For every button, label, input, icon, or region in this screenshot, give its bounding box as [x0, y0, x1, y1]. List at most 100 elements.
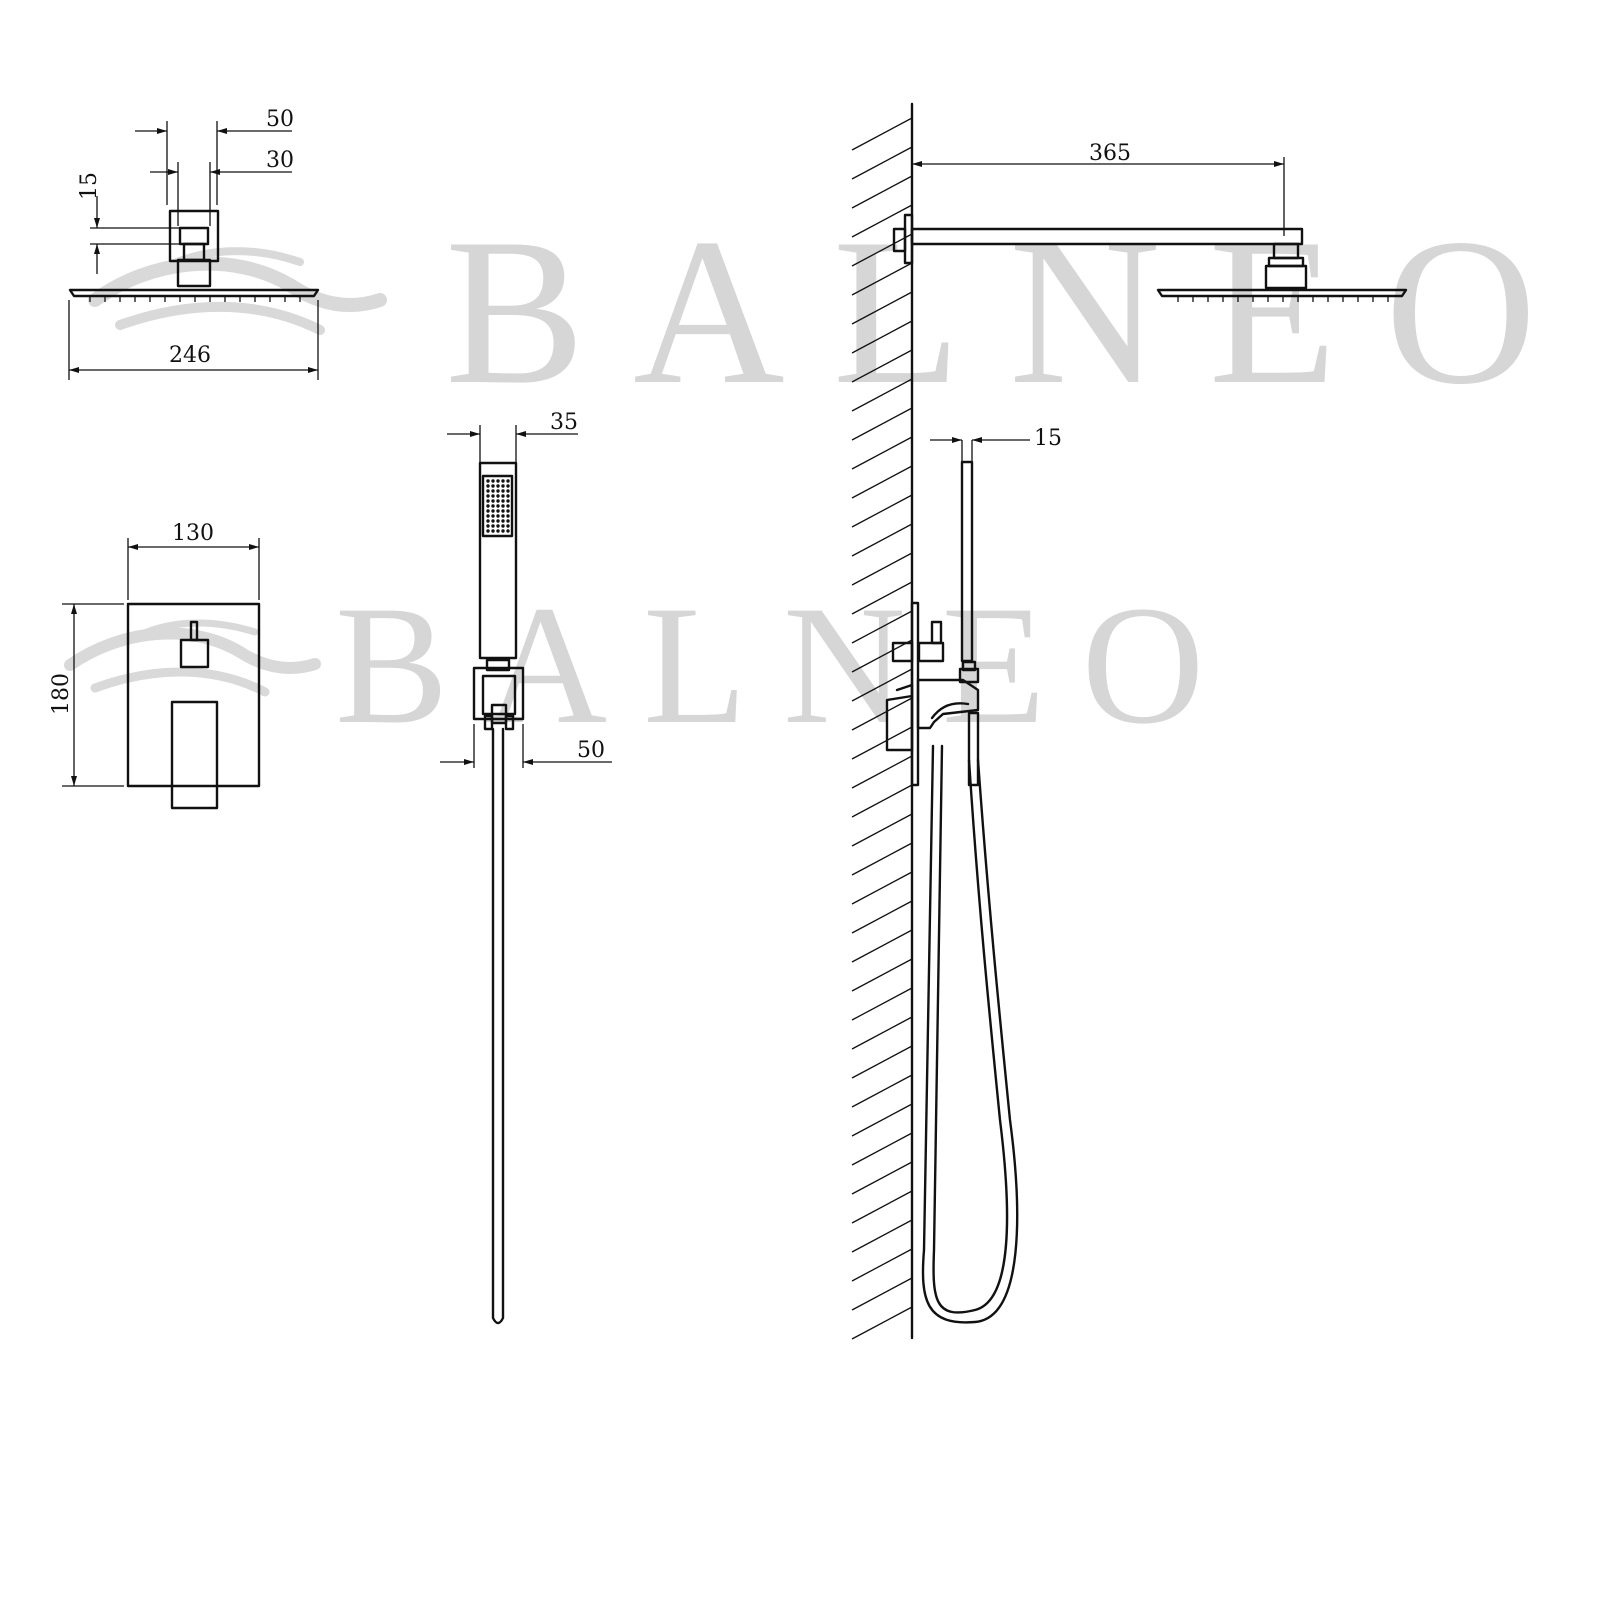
spray-dot	[501, 504, 505, 508]
spray-dot	[506, 524, 510, 528]
spray-dot	[491, 499, 495, 503]
hatch-line	[851, 842, 913, 876]
spray-dot	[486, 514, 490, 518]
hatch-line	[851, 1132, 913, 1166]
spray-dot	[486, 509, 490, 513]
hatch-line	[851, 262, 913, 296]
nozzle-row	[1177, 296, 1389, 302]
hatch-line	[851, 1190, 913, 1224]
spray-dot	[491, 479, 495, 483]
hatch-line	[851, 494, 913, 528]
spray-dot	[496, 529, 500, 533]
mixer-side	[885, 601, 980, 787]
spray-dot	[496, 479, 500, 483]
dim-plate-width: 130	[172, 521, 214, 546]
shower-head-elevation: 50 30 15 246	[68, 107, 320, 380]
dim-head-diameter: 246	[169, 343, 211, 368]
spray-dot	[491, 504, 495, 508]
dim-holder-width: 50	[577, 738, 605, 763]
spray-dot	[501, 524, 505, 528]
spray-dot	[501, 529, 505, 533]
hatch-line	[851, 1248, 913, 1282]
hatch-line	[851, 610, 913, 644]
hatch-line	[851, 929, 913, 963]
hatch-line	[851, 581, 913, 615]
hatch-line	[851, 465, 913, 499]
hatch-line	[851, 175, 913, 209]
spray-dot	[496, 514, 500, 518]
dim-head-mount-width: 50	[266, 107, 294, 132]
hatch-line	[851, 958, 913, 992]
spray-dot	[496, 509, 500, 513]
watermark-swirl-icon	[88, 247, 387, 335]
spray-dot	[491, 494, 495, 498]
dim-handheld-width: 35	[550, 410, 578, 435]
hatch-line	[851, 1045, 913, 1079]
nozzle-row	[89, 296, 301, 302]
spray-dot	[486, 529, 490, 533]
hatch-line	[851, 900, 913, 934]
hatch-line	[851, 726, 913, 760]
spray-dot	[491, 509, 495, 513]
spray-dot	[486, 499, 490, 503]
hatch-line	[851, 552, 913, 586]
spray-dot	[501, 489, 505, 493]
watermark-top: BALNEO	[88, 196, 1537, 428]
watermark-text: BALNEO	[335, 571, 1240, 759]
hatch-line	[851, 668, 913, 702]
spray-dot	[486, 504, 490, 508]
spray-dot	[486, 479, 490, 483]
dim-hose-offset: 15	[1034, 426, 1062, 451]
spray-dot	[496, 524, 500, 528]
hatch-line	[851, 407, 913, 441]
dim-head-mount-inner: 30	[266, 148, 294, 173]
spray-dot	[506, 499, 510, 503]
spray-dot	[486, 524, 490, 528]
hatch-line	[851, 1074, 913, 1108]
spray-dot	[496, 499, 500, 503]
spray-face	[486, 479, 510, 533]
hatch-line	[851, 320, 913, 354]
spray-dot	[496, 489, 500, 493]
mixer-plate-front: 130 180	[49, 521, 261, 810]
hatch-line	[851, 639, 913, 673]
spray-dot	[491, 524, 495, 528]
spray-dot	[486, 494, 490, 498]
spray-dot	[496, 484, 500, 488]
dim-head-mount-height: 15	[77, 172, 102, 200]
spray-dot	[486, 489, 490, 493]
spray-dot	[501, 479, 505, 483]
hatch-line	[851, 784, 913, 818]
spray-dot	[491, 489, 495, 493]
hatch-line	[851, 146, 913, 180]
hatch-line	[851, 291, 913, 325]
spray-dot	[506, 479, 510, 483]
spray-dot	[506, 509, 510, 513]
spray-dot	[501, 494, 505, 498]
hatch-line	[851, 1306, 913, 1340]
spray-dot	[501, 514, 505, 518]
hatch-line	[851, 871, 913, 905]
dim-arm-length: 365	[1089, 141, 1131, 166]
handheld-side: 15	[921, 426, 1062, 1324]
hatch-line	[851, 204, 913, 238]
hatch-line	[851, 523, 913, 557]
watermark-middle: BALNEO	[64, 571, 1240, 759]
spray-dot	[506, 529, 510, 533]
wall-hatching	[851, 117, 913, 1340]
spray-dot	[491, 514, 495, 518]
spray-dot	[506, 519, 510, 523]
hatch-line	[851, 1277, 913, 1311]
hatch-line	[851, 117, 913, 151]
spray-dot	[491, 529, 495, 533]
spray-dot	[506, 489, 510, 493]
hatch-line	[851, 987, 913, 1021]
spray-dot	[506, 514, 510, 518]
spray-dot	[491, 484, 495, 488]
hatch-line	[851, 436, 913, 470]
hatch-line	[851, 233, 913, 267]
hatch-line	[851, 1219, 913, 1253]
spray-dot	[486, 519, 490, 523]
spray-dot	[501, 499, 505, 503]
